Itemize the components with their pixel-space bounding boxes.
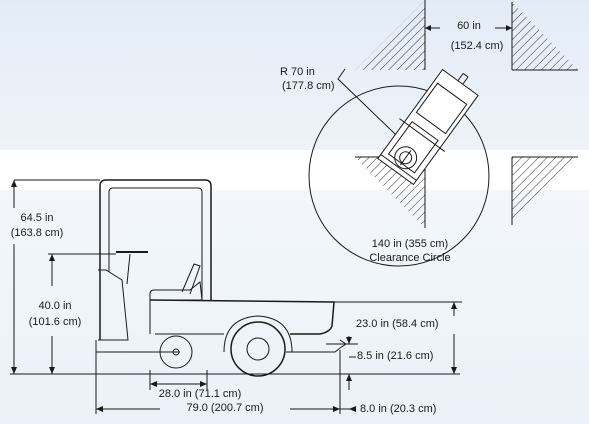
rear-wheel [230,321,286,377]
chassis-front [95,340,180,353]
radius-metric: (177.8 cm) [282,80,335,92]
vehicle-top-view [377,68,479,186]
front-wheel [159,335,193,369]
rear-hub [246,337,270,361]
radius-label: R 70 in [280,66,315,78]
circle-diameter: 140 in (355 cm) [371,238,449,250]
background-band-white [0,150,589,190]
canopy-frame-outer [99,179,212,340]
deck [149,299,335,335]
background-band-bottom [0,190,589,424]
wall-hatch-top-left [355,0,425,70]
steering-column [126,253,131,285]
clearance-top-view [308,0,578,267]
deck-height-metric: (101.6 cm) [28,316,82,328]
side-view [10,179,462,414]
aisle-width-label: 60 in [440,20,498,33]
overall-height-metric: (163.8 cm) [10,227,64,239]
radius-leader [337,68,421,159]
console [98,269,129,341]
seat [149,281,203,301]
rear-overhang-label: 8.0 in (20.3 cm) [360,403,437,415]
wall-hatch-bottom-right [512,157,578,225]
seat-back [181,263,201,295]
chassis-rear [286,347,341,353]
canopy-frame-inner [108,187,203,300]
deck-height-label: 40.0 in [38,300,72,312]
background-band-top [0,0,589,150]
circle-caption: Clearance Circle [369,252,451,264]
clearance-circle [308,85,490,267]
hitch-height-lower: 8.5 in (21.6 cm) [357,350,434,362]
wall-hatch-top-right [512,2,578,70]
overall-length-label: 79.0 (200.7 cm) [186,402,264,414]
aisle-width-metric: (152.4 cm) [450,40,504,52]
aisle-width-value: 60 in [457,20,481,32]
hitch [326,339,347,349]
wheelbase-label: 28.0 in (71.1 cm) [158,388,242,400]
hitch-height-upper: 23.0 in (58.4 cm) [356,318,439,330]
overall-height-label: 64.5 in [20,212,54,224]
wheel-arch [223,315,293,353]
